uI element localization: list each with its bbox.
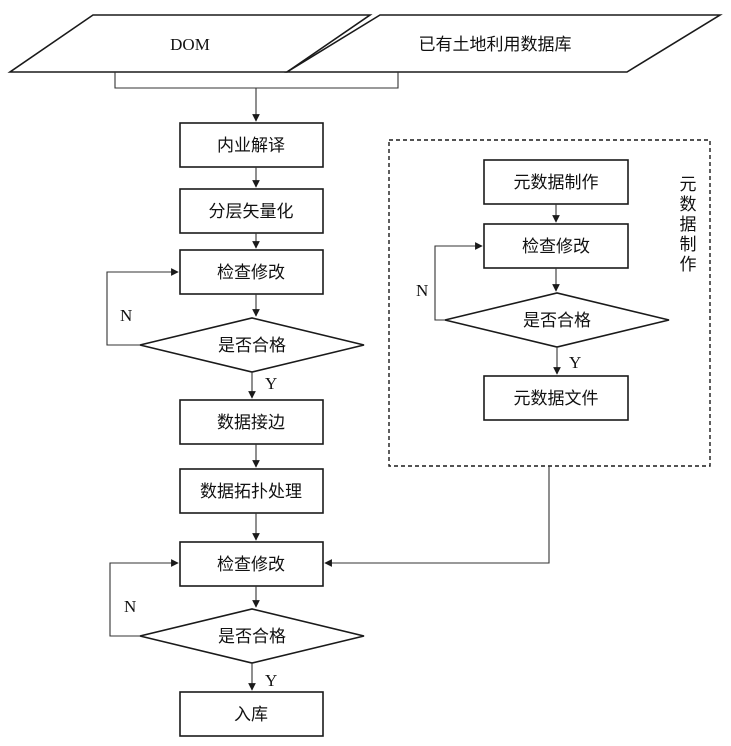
box-topology: 数据拓扑处理 xyxy=(179,468,324,514)
box-edge-matching-label: 数据接边 xyxy=(217,413,285,433)
decision-qualified-1: 是否合格 xyxy=(139,317,365,373)
label-metadata-no: N xyxy=(416,281,428,300)
box-vectorization-label: 分层矢量化 xyxy=(209,202,294,222)
box-metadata-file-label: 元数据文件 xyxy=(514,389,599,409)
decision-metadata-qualified: 是否合格 xyxy=(444,292,670,348)
metadata-panel-title: 元 数 据 制 作 xyxy=(680,175,697,275)
box-vectorization: 分层矢量化 xyxy=(179,188,324,234)
arrow-metadata-to-check-2 xyxy=(324,466,550,567)
input-landuse-db: 已有土地利用数据库 xyxy=(284,14,723,73)
box-check-edit-1: 检查修改 xyxy=(179,249,324,295)
label-yes-1: Y xyxy=(265,374,277,393)
label-no-1: N xyxy=(120,306,132,325)
merge-bracket xyxy=(114,72,399,89)
decision-metadata-qualified-label: 是否合格 xyxy=(523,311,591,331)
input-dom-label: DOM xyxy=(170,35,210,54)
metadata-title-char-3: 据 xyxy=(680,215,697,235)
box-metadata-check-edit-label: 检查修改 xyxy=(522,237,590,257)
box-metadata-file: 元数据文件 xyxy=(483,375,629,421)
box-check-edit-2-label: 检查修改 xyxy=(217,555,285,575)
decision-qualified-2: 是否合格 xyxy=(139,608,365,664)
box-check-edit-1-label: 检查修改 xyxy=(217,263,285,283)
loop-back-no-2 xyxy=(109,559,179,637)
label-no-2: N xyxy=(124,597,136,616)
box-interpretation: 内业解译 xyxy=(179,122,324,168)
metadata-title-char-5: 作 xyxy=(680,255,697,275)
metadata-title-char-2: 数 xyxy=(680,195,697,215)
input-landuse-db-label: 已有土地利用数据库 xyxy=(419,35,572,55)
metadata-title-char-4: 制 xyxy=(680,235,697,255)
decision-qualified-1-label: 是否合格 xyxy=(218,336,286,356)
box-check-edit-2: 检查修改 xyxy=(179,541,324,587)
loop-back-no-1 xyxy=(106,268,179,346)
box-warehousing: 入库 xyxy=(179,691,324,737)
metadata-title-char-1: 元 xyxy=(680,175,697,195)
box-metadata-make: 元数据制作 xyxy=(483,159,629,205)
loop-back-metadata-no xyxy=(434,242,483,321)
box-topology-label: 数据拓扑处理 xyxy=(200,482,302,502)
box-interpretation-label: 内业解译 xyxy=(217,136,285,156)
box-edge-matching: 数据接边 xyxy=(179,399,324,445)
box-metadata-make-label: 元数据制作 xyxy=(514,173,599,193)
decision-qualified-2-label: 是否合格 xyxy=(218,627,286,647)
box-metadata-check-edit: 检查修改 xyxy=(483,223,629,269)
label-metadata-yes: Y xyxy=(569,353,581,372)
label-yes-2: Y xyxy=(265,671,277,690)
box-warehousing-label: 入库 xyxy=(234,705,268,725)
